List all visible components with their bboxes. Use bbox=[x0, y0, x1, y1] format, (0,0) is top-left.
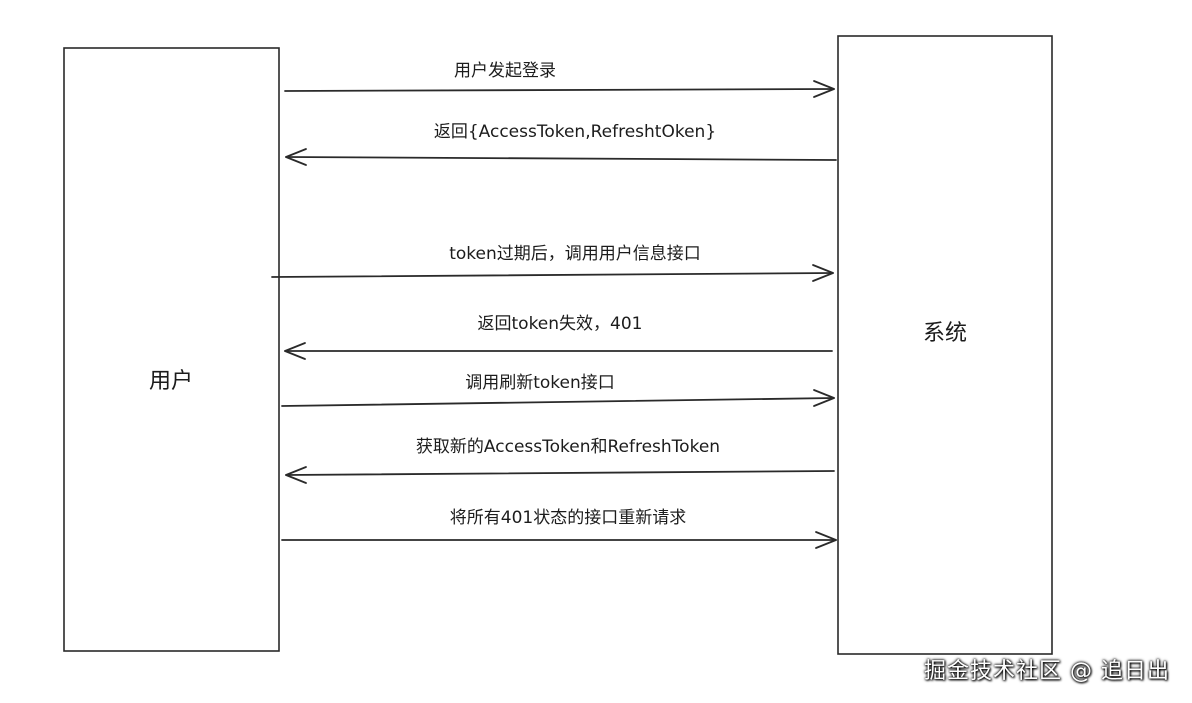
message-1: 用户发起登录 bbox=[284, 61, 835, 98]
message-arrow-line bbox=[281, 397, 835, 407]
message-5: 调用刷新token接口 bbox=[281, 373, 835, 407]
system-label: 系统 bbox=[923, 321, 967, 346]
message-4: 返回token失效，401 bbox=[284, 314, 833, 360]
message-label: 获取新的AccessToken和RefreshToken bbox=[416, 437, 720, 457]
message-label: 返回token失效，401 bbox=[478, 314, 643, 334]
message-label: 调用刷新token接口 bbox=[465, 373, 615, 393]
message-arrow-line bbox=[285, 470, 835, 476]
system-box bbox=[837, 35, 1053, 655]
message-arrow-line bbox=[271, 272, 834, 278]
message-label: 用户发起登录 bbox=[454, 61, 556, 81]
arrow-left-icon bbox=[285, 148, 307, 166]
message-6: 获取新的AccessToken和RefreshToken bbox=[285, 437, 835, 484]
message-label: token过期后，调用用户信息接口 bbox=[449, 244, 701, 264]
user-box bbox=[63, 47, 280, 652]
message-arrow-line bbox=[285, 156, 837, 161]
user-label: 用户 bbox=[149, 369, 193, 394]
message-3: token过期后，调用用户信息接口 bbox=[271, 244, 834, 282]
message-2: 返回{AccessToken,RefreshtOken} bbox=[285, 122, 837, 166]
message-7: 将所有401状态的接口重新请求 bbox=[281, 508, 837, 549]
message-label: 返回{AccessToken,RefreshtOken} bbox=[434, 122, 716, 142]
arrow-right-icon bbox=[812, 264, 834, 282]
message-arrow-line bbox=[284, 88, 835, 92]
arrow-left-icon bbox=[284, 342, 306, 360]
arrow-left-icon bbox=[285, 466, 307, 484]
arrow-right-icon bbox=[815, 531, 837, 549]
arrow-right-icon bbox=[813, 80, 835, 98]
message-label: 将所有401状态的接口重新请求 bbox=[450, 508, 686, 528]
arrow-right-icon bbox=[813, 389, 835, 407]
watermark: 掘金技术社区 @ 追日出 bbox=[924, 659, 1170, 684]
